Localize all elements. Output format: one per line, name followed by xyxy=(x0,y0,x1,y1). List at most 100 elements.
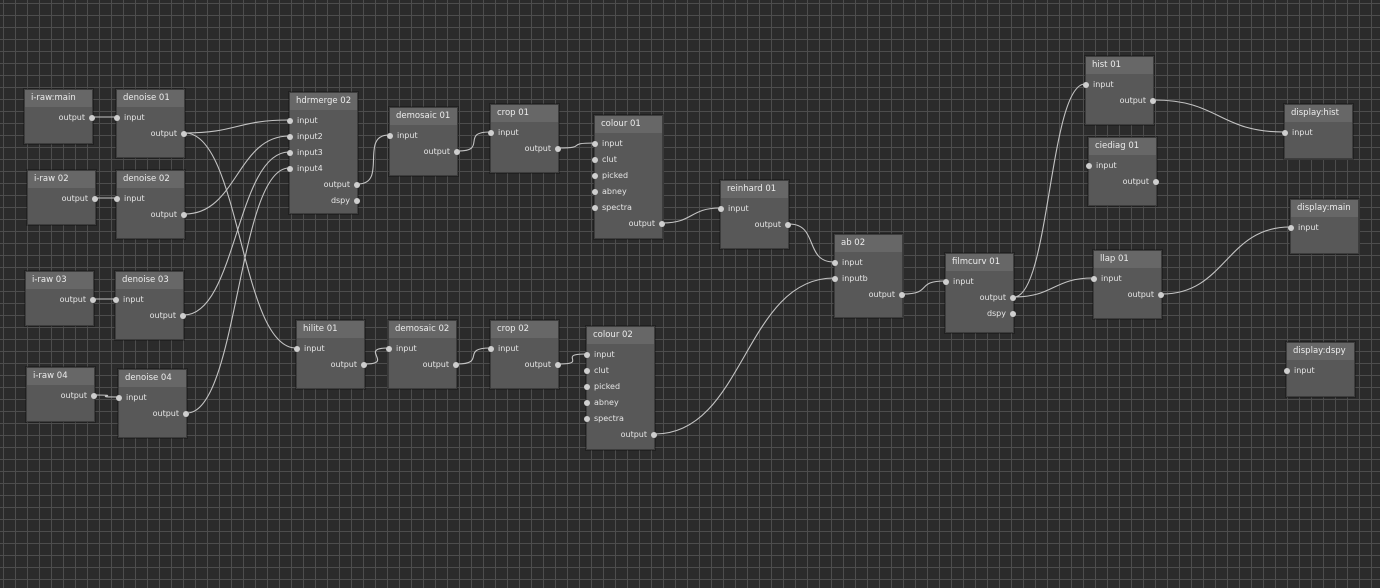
node-title[interactable]: hilite 01 xyxy=(297,321,364,338)
socket-dot-icon[interactable] xyxy=(114,115,120,121)
socket-dot-icon[interactable] xyxy=(387,133,393,139)
input-connector-inputb[interactable]: inputb xyxy=(832,272,868,286)
socket-dot-icon[interactable] xyxy=(899,292,905,298)
socket-dot-icon[interactable] xyxy=(1158,292,1164,298)
output-connector-output[interactable]: output xyxy=(525,142,561,156)
socket-dot-icon[interactable] xyxy=(92,196,98,202)
socket-dot-icon[interactable] xyxy=(584,352,590,358)
input-connector-input[interactable]: input xyxy=(1086,159,1117,173)
socket-dot-icon[interactable] xyxy=(584,368,590,374)
node-title[interactable]: denoise 03 xyxy=(116,272,183,289)
input-connector-input[interactable]: input xyxy=(943,275,974,289)
input-connector-abney[interactable]: abney xyxy=(584,396,619,410)
socket-dot-icon[interactable] xyxy=(1010,311,1016,317)
output-connector-output[interactable]: output xyxy=(60,293,96,307)
input-connector-input[interactable]: input xyxy=(1091,272,1122,286)
input-connector-input[interactable]: input xyxy=(718,202,749,216)
socket-dot-icon[interactable] xyxy=(1083,82,1089,88)
socket-dot-icon[interactable] xyxy=(1086,163,1092,169)
node-title[interactable]: denoise 02 xyxy=(117,171,184,188)
input-connector-picked[interactable]: picked xyxy=(584,380,620,394)
socket-dot-icon[interactable] xyxy=(181,131,187,137)
output-connector-output[interactable]: output xyxy=(755,218,791,232)
node-title[interactable]: crop 02 xyxy=(491,321,558,338)
socket-dot-icon[interactable] xyxy=(832,260,838,266)
node-title[interactable]: demosaic 02 xyxy=(389,321,456,338)
input-connector-input2[interactable]: input2 xyxy=(287,130,323,144)
node-title[interactable]: denoise 04 xyxy=(119,370,186,387)
socket-dot-icon[interactable] xyxy=(1284,368,1290,374)
socket-dot-icon[interactable] xyxy=(116,395,122,401)
input-connector-clut[interactable]: clut xyxy=(592,153,617,167)
socket-dot-icon[interactable] xyxy=(181,212,187,218)
node-title[interactable]: colour 02 xyxy=(587,327,654,344)
output-connector-output[interactable]: output xyxy=(59,111,95,125)
node-denoise-04[interactable]: denoise 04 input output xyxy=(116,369,189,438)
socket-dot-icon[interactable] xyxy=(454,149,460,155)
input-connector-input[interactable]: input xyxy=(1083,78,1114,92)
socket-dot-icon[interactable] xyxy=(659,221,665,227)
output-connector-output[interactable]: output xyxy=(61,389,97,403)
socket-dot-icon[interactable] xyxy=(453,362,459,368)
input-connector-input[interactable]: input xyxy=(592,137,623,151)
input-connector-input[interactable]: input xyxy=(1288,221,1319,235)
node-title[interactable]: denoise 01 xyxy=(117,90,184,107)
input-connector-input[interactable]: input xyxy=(114,111,145,125)
output-connector-dspy[interactable]: dspy xyxy=(987,307,1016,321)
input-connector-clut[interactable]: clut xyxy=(584,364,609,378)
socket-dot-icon[interactable] xyxy=(1091,276,1097,282)
socket-dot-icon[interactable] xyxy=(592,141,598,147)
output-connector-output[interactable]: output xyxy=(62,192,98,206)
output-connector-output[interactable]: output xyxy=(1120,94,1156,108)
output-connector-output[interactable]: output xyxy=(153,407,189,421)
socket-dot-icon[interactable] xyxy=(785,222,791,228)
output-connector-output[interactable]: output xyxy=(151,208,187,222)
output-connector-output[interactable]: output xyxy=(150,309,186,323)
socket-dot-icon[interactable] xyxy=(354,182,360,188)
socket-dot-icon[interactable] xyxy=(584,384,590,390)
socket-dot-icon[interactable] xyxy=(90,297,96,303)
node-title[interactable]: ciediag 01 xyxy=(1089,138,1156,155)
node-title[interactable]: display:main xyxy=(1291,200,1358,217)
input-connector-input[interactable]: input xyxy=(287,114,318,128)
input-connector-input[interactable]: input xyxy=(116,391,147,405)
socket-dot-icon[interactable] xyxy=(287,150,293,156)
input-connector-spectra[interactable]: spectra xyxy=(584,412,624,426)
socket-dot-icon[interactable] xyxy=(943,279,949,285)
node-title[interactable]: i-raw:main xyxy=(25,90,92,107)
node-hist-01[interactable]: hist 01 input output xyxy=(1083,56,1156,125)
socket-dot-icon[interactable] xyxy=(113,297,119,303)
input-connector-input[interactable]: input xyxy=(1282,126,1313,140)
output-connector-output[interactable]: output xyxy=(324,178,360,192)
node-title[interactable]: hist 01 xyxy=(1086,57,1153,74)
output-connector-output[interactable]: output xyxy=(869,288,905,302)
node-title[interactable]: ab 02 xyxy=(835,235,902,252)
node-ciediag-01[interactable]: ciediag 01 input output xyxy=(1086,137,1159,206)
output-connector-output[interactable]: output xyxy=(980,291,1016,305)
socket-dot-icon[interactable] xyxy=(1010,295,1016,301)
socket-dot-icon[interactable] xyxy=(287,118,293,124)
output-connector-output[interactable]: output xyxy=(525,358,561,372)
socket-dot-icon[interactable] xyxy=(592,157,598,163)
input-connector-picked[interactable]: picked xyxy=(592,169,628,183)
socket-dot-icon[interactable] xyxy=(592,173,598,179)
input-connector-input[interactable]: input xyxy=(386,342,417,356)
node-display-main[interactable]: display:main input xyxy=(1288,199,1359,254)
socket-dot-icon[interactable] xyxy=(287,134,293,140)
output-connector-output[interactable]: output xyxy=(1123,175,1159,189)
socket-dot-icon[interactable] xyxy=(1150,98,1156,104)
socket-dot-icon[interactable] xyxy=(651,432,657,438)
input-connector-input[interactable]: input xyxy=(294,342,325,356)
output-connector-output[interactable]: output xyxy=(621,428,657,442)
